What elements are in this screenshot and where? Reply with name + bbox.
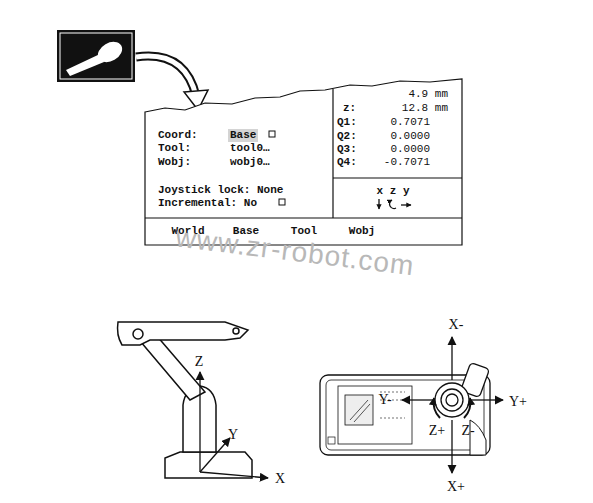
direction-label: X+: [447, 480, 465, 494]
axis-label: Y: [228, 428, 238, 442]
status-text: Joystick lock: None: [158, 185, 283, 196]
axis-order: x z y: [376, 186, 409, 197]
quaternion-value: -0.7071: [384, 157, 430, 168]
joystick-icon: [57, 30, 135, 82]
jog-window: [145, 79, 462, 245]
quaternion-value: 0.0000: [390, 144, 430, 155]
quaternion-name: Q4:: [337, 157, 357, 168]
field-name: Coord:: [158, 130, 198, 141]
axis-label: X: [275, 472, 285, 486]
status-text: Incremental: No: [158, 198, 257, 209]
jog-direction-symbols: [379, 199, 411, 209]
quaternion-name: Q1:: [337, 117, 357, 128]
softkey-label: Tool: [291, 226, 317, 237]
quaternion-value: 0.7071: [390, 117, 430, 128]
teach-pendant: [320, 362, 490, 455]
field-value: tool0…: [230, 143, 270, 154]
robot-figure: [118, 322, 253, 478]
quaternion-value: 0.0000: [390, 131, 430, 142]
pendant-axes: [402, 337, 503, 473]
quaternion-name: Q3:: [337, 144, 357, 155]
direction-label: Y+: [509, 395, 527, 409]
robot-axes: [200, 372, 268, 478]
field-value: wobj0…: [230, 157, 270, 168]
quaternion-name: Q2:: [337, 131, 357, 142]
curved-arrow: [136, 56, 208, 110]
direction-label: Z-: [461, 424, 474, 438]
field-value: Base: [228, 129, 258, 142]
direction-label: X-: [449, 318, 464, 332]
coordinate-value: 12.8 mm: [402, 103, 448, 114]
field-name: Wobj:: [158, 157, 191, 168]
direction-label: Z+: [429, 424, 445, 438]
axis-name: z:: [343, 103, 356, 114]
axis-label: Z: [195, 355, 204, 369]
direction-label: Y-: [378, 393, 391, 407]
softkey-label: Wobj: [349, 226, 375, 237]
field-name: Tool:: [158, 143, 191, 154]
coordinate-value: 4.9 mm: [408, 89, 448, 100]
